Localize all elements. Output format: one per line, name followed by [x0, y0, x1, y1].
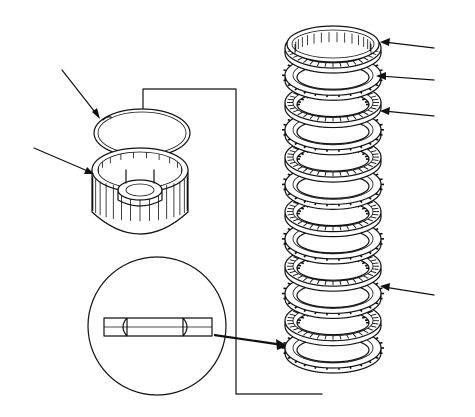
callout-snap-ring — [61, 69, 100, 119]
top-retaining-ring — [286, 25, 380, 63]
detail-circle — [87, 256, 227, 396]
clutch-plate-stack — [282, 25, 384, 374]
detail-arrowhead — [276, 339, 288, 350]
drum-body — [91, 147, 189, 235]
callout-drum — [33, 147, 94, 174]
detail-view — [87, 256, 288, 396]
detail-arrow — [213, 333, 284, 347]
callout-friction-plate — [380, 107, 435, 117]
callout-backing-plate — [376, 72, 435, 81]
callout-leaders — [33, 38, 435, 296]
clutch-drum — [91, 108, 191, 235]
drum-splines — [91, 152, 189, 222]
drum-hub — [117, 179, 163, 201]
callout-steel-plate — [380, 283, 435, 296]
callout-top-ring — [380, 38, 435, 49]
